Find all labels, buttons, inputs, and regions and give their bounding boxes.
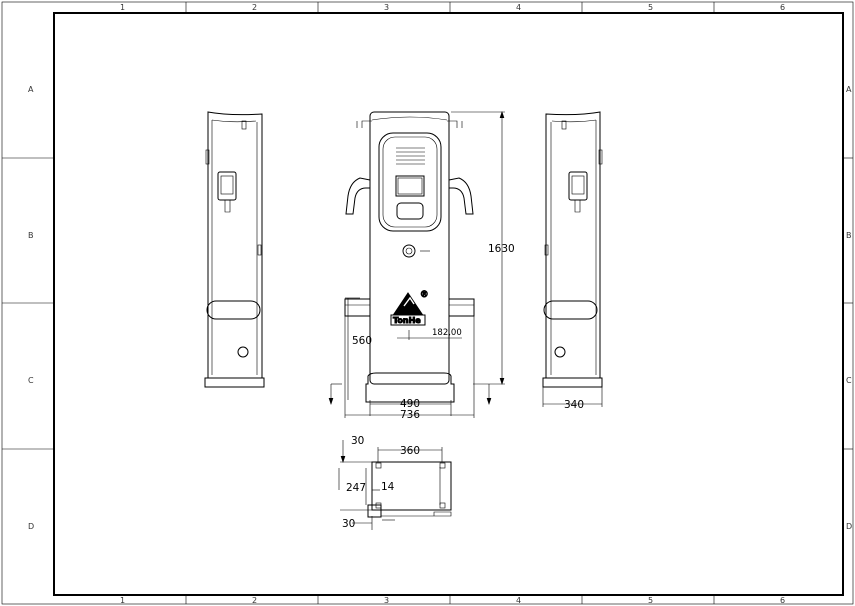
dim-depth-side: 340: [564, 399, 584, 411]
dim-foot-width: 360: [400, 445, 420, 457]
dim-foot-bottom: 30: [342, 518, 355, 530]
row-label-right: A: [846, 85, 852, 94]
right-side-view: [542, 111, 603, 388]
screen-icon: [395, 175, 425, 197]
front-view: TonHe ®: [344, 111, 475, 403]
col-label-top: 1: [120, 3, 125, 12]
col-label-top: 6: [780, 3, 785, 12]
display-vent-icon: [396, 147, 425, 165]
row-label-right: D: [846, 522, 852, 531]
dim-foot-inner: 14: [381, 481, 395, 493]
col-label-bottom: 5: [648, 596, 653, 605]
col-label-bottom: 1: [120, 596, 125, 605]
dim-width-base: 490: [400, 398, 420, 410]
inner-frame: [53, 12, 844, 596]
row-label-left: B: [28, 231, 34, 240]
logo-registered-mark: ®: [420, 290, 429, 300]
row-label-right: C: [846, 376, 852, 385]
col-label-bottom: 3: [384, 596, 389, 605]
emergency-button-icon: [402, 244, 416, 258]
row-label-left: D: [28, 522, 34, 531]
card-reader-icon: [396, 202, 424, 220]
dim-height-total: 1630: [488, 243, 515, 255]
dim-foot-depth: 247: [346, 482, 366, 494]
col-label-top: 5: [648, 3, 653, 12]
left-side-view: [204, 111, 265, 388]
right-charging-gun-icon: [448, 177, 474, 215]
col-label-bottom: 2: [252, 596, 257, 605]
col-label-top: 3: [384, 3, 389, 12]
dim-height-lower: 560: [352, 335, 372, 347]
front-dimension-lines: [328, 111, 505, 418]
side-dimension-lines: [542, 387, 603, 407]
col-label-bottom: 4: [516, 596, 521, 605]
dim-offset-logo: 182,00: [432, 328, 462, 338]
left-charging-gun-icon: [345, 177, 371, 215]
col-label-bottom: 6: [780, 596, 785, 605]
logo-text: TonHe: [393, 316, 421, 325]
row-label-left: A: [28, 85, 34, 94]
row-label-right: B: [846, 231, 852, 240]
tonhe-logo: [390, 292, 426, 326]
row-label-left: C: [28, 376, 34, 385]
col-label-top: 4: [516, 3, 521, 12]
footprint-dimension-lines: [338, 440, 443, 530]
col-label-top: 2: [252, 3, 257, 12]
dim-width-total: 736: [400, 409, 420, 421]
dim-foot-top: 30: [351, 435, 364, 447]
